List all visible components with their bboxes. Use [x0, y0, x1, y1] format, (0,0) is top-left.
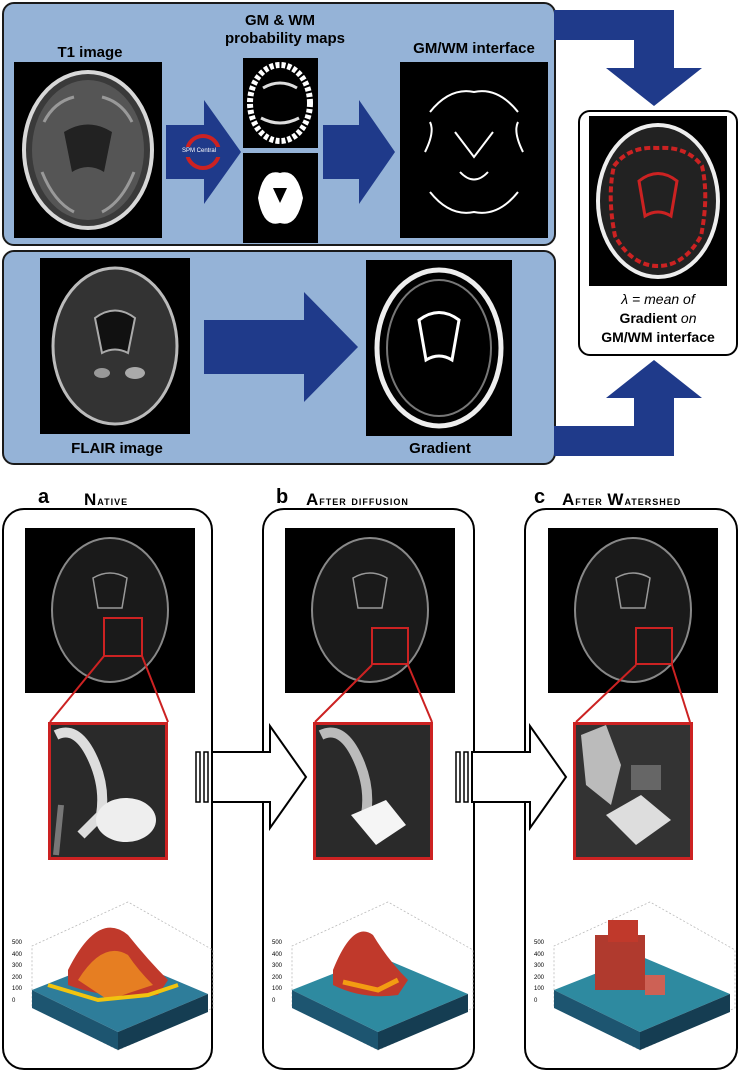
lambda-on: on [677, 310, 697, 326]
native-zoom-crop [48, 722, 168, 860]
tick-400: 400 [272, 951, 283, 958]
panel-c-title: After Watershed [562, 490, 681, 510]
gm-wm-interface-image [400, 62, 548, 238]
axis-ticks-a: 500 400 300 200 100 0 [12, 938, 22, 1007]
tick-0: 0 [12, 997, 16, 1004]
tick-400: 400 [534, 951, 545, 958]
tick-500: 500 [534, 940, 545, 946]
watershed-surface-plot [530, 890, 736, 1060]
native-surface-plot [8, 890, 214, 1060]
tick-300: 300 [272, 963, 283, 969]
gradient-image [366, 260, 512, 436]
diffusion-surface-plot [268, 890, 474, 1060]
panel-b-title-cap: A [306, 490, 320, 509]
panel-a-title: Native [84, 490, 128, 510]
arrow-a-to-b [195, 722, 308, 832]
panel-c-title-cap2: W [607, 490, 625, 509]
spm-logo: SPM Central [178, 134, 228, 170]
watershed-brain-image [548, 528, 718, 693]
panel-a-title-rest: ative [97, 493, 129, 508]
spm-logo-text: SPM Central [182, 148, 217, 154]
lambda-caption: λ = mean of Gradient on GM/WM interface [580, 290, 736, 347]
interface-arrow [323, 100, 395, 204]
lambda-symbol: λ [621, 291, 629, 307]
lambda-overlay-image [589, 116, 727, 286]
diffusion-zoom-crop [313, 722, 433, 860]
tick-500: 500 [12, 940, 23, 946]
panel-b-title-rest: fter diffusion [319, 493, 409, 508]
gradient-label: Gradient [409, 440, 471, 457]
tick-500: 500 [272, 940, 283, 946]
flair-image [40, 258, 190, 434]
tick-300: 300 [12, 963, 23, 969]
axis-ticks-b: 500 400 300 200 100 0 [272, 938, 282, 1007]
tick-0: 0 [272, 997, 276, 1004]
axis-ticks-c: 500 400 300 200 100 0 [534, 938, 544, 1007]
wm-probability-map [243, 153, 318, 243]
connector-arrow-top [554, 10, 702, 106]
tick-100: 100 [12, 986, 23, 992]
panel-c-title-cap: A [562, 490, 576, 509]
panel-b-title: After diffusion [306, 490, 409, 510]
tick-400: 400 [12, 951, 23, 958]
lambda-gradient: Gradient [619, 310, 678, 326]
connector-arrow-bottom [554, 360, 702, 456]
t1-label: T1 image [57, 44, 123, 61]
tick-100: 100 [534, 986, 545, 992]
tick-200: 200 [534, 974, 545, 981]
lambda-interface: GM/WM interface [601, 329, 715, 345]
panel-a-letter: a [38, 486, 50, 508]
panel-b-letter: b [276, 486, 289, 508]
lambda-mean-of: = mean of [628, 291, 695, 307]
panel-c-title-rest2: atershed [624, 493, 682, 508]
diffusion-brain-image [285, 528, 455, 693]
tick-100: 100 [272, 986, 283, 992]
watershed-zoom-crop [573, 722, 693, 860]
gradient-arrow [204, 292, 358, 402]
panel-c-letter: c [534, 486, 546, 508]
tick-0: 0 [534, 997, 538, 1004]
flair-label: FLAIR image [71, 440, 163, 457]
tick-200: 200 [272, 974, 283, 981]
panel-c-title-rest: fter [575, 493, 608, 508]
gm-probability-map [243, 58, 318, 148]
interface-label: GM/WM interface [413, 40, 535, 57]
t1-image [14, 62, 162, 238]
arrow-b-to-c [455, 722, 568, 832]
tick-200: 200 [12, 974, 23, 981]
panel-a-title-cap: N [84, 490, 98, 509]
native-brain-image [25, 528, 195, 693]
prob-maps-label-line1: GM & WM [245, 12, 315, 29]
tick-300: 300 [534, 963, 545, 969]
prob-maps-label-line2: probability maps [225, 30, 346, 47]
